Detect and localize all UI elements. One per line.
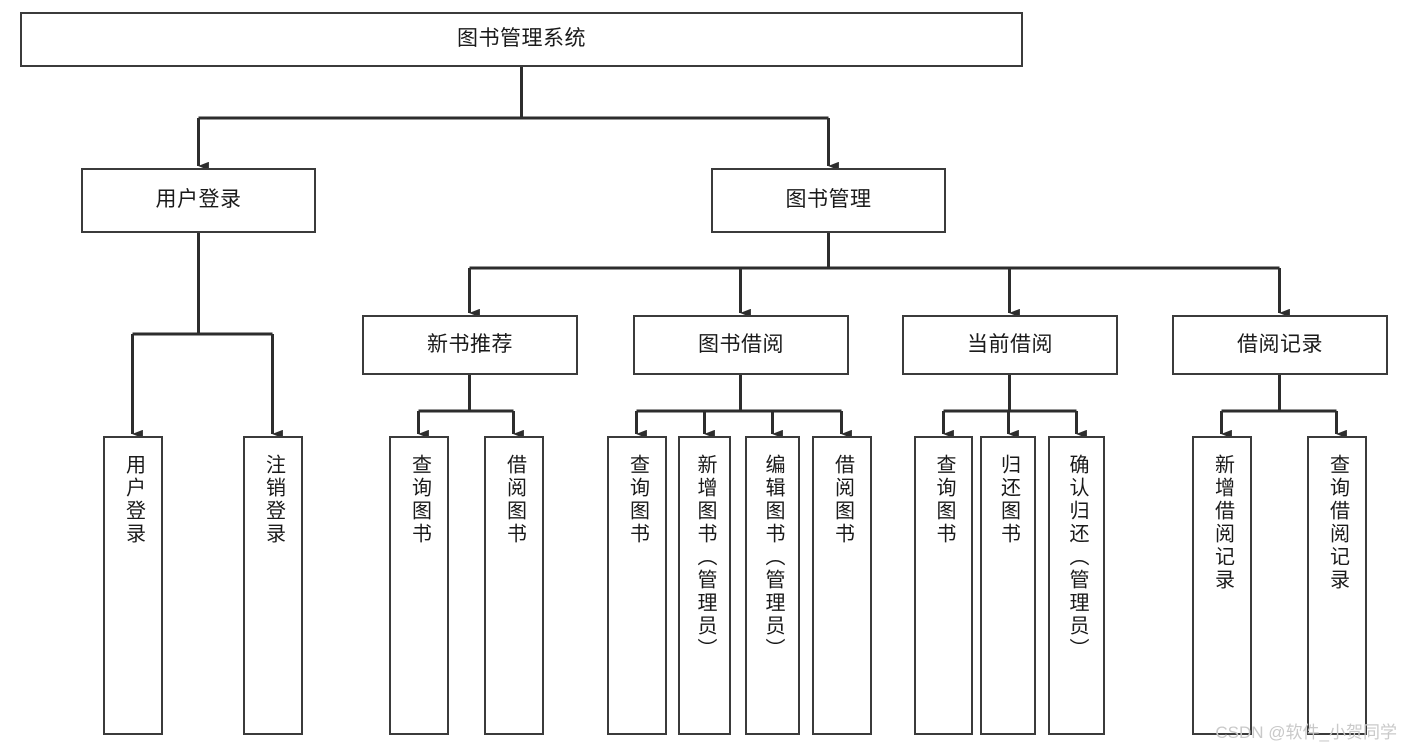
node-leaf-return-book[interactable]: 归还图书	[980, 436, 1036, 735]
node-new-book-recommend-label: 新书推荐	[427, 332, 513, 356]
node-borrow-record[interactable]: 借阅记录	[1172, 315, 1388, 375]
node-leaf-query-book-borrow-label: 查询图书	[626, 454, 649, 546]
node-book-borrow[interactable]: 图书借阅	[633, 315, 849, 375]
node-leaf-user-login-label: 用户登录	[122, 454, 145, 546]
node-new-book-recommend[interactable]: 新书推荐	[362, 315, 578, 375]
node-leaf-add-book-admin[interactable]: 新增图书（管理员）	[678, 436, 731, 735]
node-root-label: 图书管理系统	[457, 27, 586, 51]
node-leaf-add-borrow-record-label: 新增借阅记录	[1211, 454, 1234, 592]
node-leaf-query-book-rec[interactable]: 查询图书	[389, 436, 449, 735]
node-leaf-add-borrow-record[interactable]: 新增借阅记录	[1192, 436, 1252, 735]
node-leaf-user-logout-label: 注销登录	[262, 454, 285, 546]
node-leaf-query-borrow-record[interactable]: 查询借阅记录	[1307, 436, 1367, 735]
node-leaf-query-book-rec-label: 查询图书	[408, 454, 431, 546]
node-leaf-query-book-current-label: 查询图书	[933, 454, 955, 546]
node-leaf-edit-book-admin[interactable]: 编辑图书（管理员）	[745, 436, 800, 735]
node-book-borrow-label: 图书借阅	[698, 332, 784, 356]
node-user-login[interactable]: 用户登录	[81, 168, 316, 233]
node-leaf-return-book-label: 归还图书	[997, 454, 1020, 546]
node-leaf-confirm-return-admin[interactable]: 确认归还（管理员）	[1048, 436, 1105, 735]
csdn-watermark: CSDN @软件_小贺同学	[1215, 723, 1397, 742]
node-leaf-edit-book-admin-label: 编辑图书（管理员）	[762, 454, 784, 661]
node-leaf-query-borrow-record-label: 查询借阅记录	[1326, 454, 1349, 592]
node-leaf-borrow-book[interactable]: 借阅图书	[812, 436, 872, 735]
node-borrow-record-label: 借阅记录	[1237, 332, 1323, 356]
node-user-login-label: 用户登录	[155, 188, 242, 212]
node-leaf-confirm-return-admin-label: 确认归还（管理员）	[1066, 454, 1088, 661]
node-leaf-query-book-current[interactable]: 查询图书	[914, 436, 973, 735]
node-leaf-user-login[interactable]: 用户登录	[103, 436, 163, 735]
node-leaf-borrow-book-label: 借阅图书	[831, 454, 854, 546]
node-leaf-borrow-book-rec-label: 借阅图书	[503, 454, 526, 546]
node-book-manage-label: 图书管理	[785, 188, 872, 212]
node-root[interactable]: 图书管理系统	[20, 12, 1023, 67]
node-current-borrow[interactable]: 当前借阅	[902, 315, 1118, 375]
node-leaf-borrow-book-rec[interactable]: 借阅图书	[484, 436, 544, 735]
node-leaf-user-logout[interactable]: 注销登录	[243, 436, 303, 735]
node-leaf-query-book-borrow[interactable]: 查询图书	[607, 436, 667, 735]
node-leaf-add-book-admin-label: 新增图书（管理员）	[694, 454, 716, 661]
node-book-manage[interactable]: 图书管理	[711, 168, 946, 233]
node-current-borrow-label: 当前借阅	[967, 332, 1053, 356]
